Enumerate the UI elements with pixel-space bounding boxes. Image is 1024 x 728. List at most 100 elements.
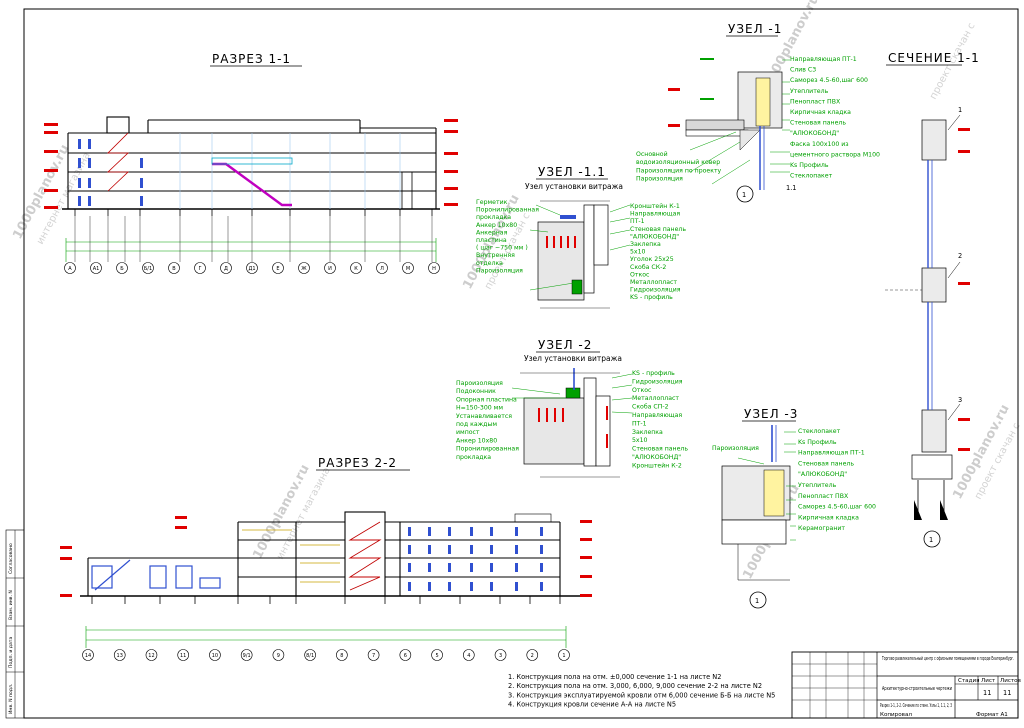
node-1-1-right-label: Направляющая bbox=[630, 211, 680, 218]
node-1-1-left-label: отделка bbox=[476, 260, 503, 267]
node-1-label: Пенопласт ПВХ bbox=[790, 98, 841, 105]
node-1-marker-text: 1.1 bbox=[786, 184, 797, 192]
node-1-1-right-label: Заклепка bbox=[630, 241, 661, 248]
node-1-1-right-label: "АЛЮКОБОНД" bbox=[630, 233, 679, 240]
node-3-title: УЗЕЛ -3 bbox=[744, 407, 798, 421]
section-1-1-title: РАЗРЕЗ 1-1 bbox=[212, 52, 291, 66]
node-2-right-labels: KS - профильГидроизоляцияОткосМеталлопла… bbox=[632, 370, 688, 469]
node-1-label: Стеклопакет bbox=[790, 173, 833, 180]
node-2-left-label: прокладка bbox=[456, 454, 491, 461]
node-3-drawing bbox=[721, 425, 796, 581]
axis-bubble bbox=[272, 649, 285, 661]
axis-label: Б bbox=[120, 266, 124, 272]
note-line: 1. Конструкция пола на отм. ±0,000 сечен… bbox=[508, 673, 721, 681]
node-2-right-label: Направляющая bbox=[632, 412, 682, 419]
axis-label: Е bbox=[276, 266, 279, 272]
axis-label: 5 bbox=[435, 653, 438, 659]
node-3-label: Стеновая панель bbox=[798, 460, 854, 467]
node-1-label: Фаска 100х100 из bbox=[790, 141, 849, 148]
node-3-label: Направляющая ПТ-1 bbox=[798, 450, 865, 457]
node-2-left-label: Поронилированная bbox=[456, 446, 519, 453]
axis-bubble bbox=[324, 262, 336, 274]
node-2-title: УЗЕЛ -2 bbox=[538, 338, 592, 352]
node-2-left-label: Н=150-300 мм bbox=[456, 405, 503, 412]
sheets-header: Листов bbox=[1000, 678, 1021, 684]
node-1-1-title: УЗЕЛ -1.1 bbox=[538, 165, 606, 179]
axis-bubble bbox=[113, 649, 126, 661]
node-1-1-right-label: Уголок 25х25 bbox=[630, 256, 674, 263]
node-1-1-left-label: Анкер 10х80 bbox=[476, 222, 517, 229]
axis-label: 6 bbox=[404, 653, 407, 659]
note-line: 3. Конструкция эксплуатируемой кровли от… bbox=[508, 691, 775, 699]
node-1-1-left-label: Поронилированная bbox=[476, 207, 539, 214]
cut-mark: 1 bbox=[958, 106, 962, 114]
node-2-right-label: Заклепка bbox=[632, 429, 663, 436]
note-line: 4. Конструкция кровли сечение А-А на лис… bbox=[508, 701, 676, 709]
node-3-label: Керамогранит bbox=[798, 525, 845, 532]
sheets-count: 11 bbox=[1003, 689, 1011, 697]
node-2-left-label: Устанавливается bbox=[456, 413, 512, 420]
watermark-layer: 1000planov.ru интернет магазина 1000plan… bbox=[10, 0, 1022, 582]
node-1-marker-text: 1 bbox=[742, 191, 746, 199]
axis-label: Д bbox=[224, 266, 228, 272]
node-2-right-label: Скоба СП-2 bbox=[632, 403, 669, 411]
axis-bubble bbox=[494, 649, 507, 661]
node-1-left-label: Основной bbox=[636, 150, 668, 158]
node-1-label: Кирпичная кладка bbox=[790, 109, 851, 116]
general-notes: 1. Конструкция пола на отм. ±0,000 сечен… bbox=[508, 673, 775, 709]
node-2-right-label: "АЛЮКОБОНД" bbox=[632, 454, 681, 461]
axis-label: Д1 bbox=[248, 266, 255, 272]
node-1-left-label: водоизоляционный ковер bbox=[636, 158, 720, 166]
axis-bubble bbox=[145, 649, 158, 661]
axis-bubble bbox=[298, 262, 310, 274]
cut-marker-text: 1 bbox=[929, 536, 933, 544]
cut-mark: 2 bbox=[958, 252, 962, 260]
axis-bubble bbox=[558, 649, 570, 661]
axis-label: И bbox=[328, 266, 332, 272]
axis-label: 11 bbox=[180, 653, 186, 659]
node-2-left-label: импост bbox=[456, 429, 480, 436]
node-2-right-label: ПТ-1 bbox=[632, 420, 647, 427]
node-1-left-label: Пароизоляция по проекту bbox=[636, 167, 722, 174]
node-2-right-label: Кронштейн К-2 bbox=[632, 461, 682, 469]
axis-bubble bbox=[367, 649, 380, 661]
node-1-1-left-label: Пароизоляция bbox=[476, 267, 523, 274]
node-2-right-label: KS - профиль bbox=[632, 370, 675, 377]
axis-bubble bbox=[64, 262, 76, 274]
axis-bubble bbox=[428, 262, 440, 274]
sheet-number: 11 bbox=[983, 689, 991, 697]
axis-bubble bbox=[399, 649, 412, 661]
node-1-title: УЗЕЛ -1 bbox=[728, 22, 782, 36]
axis-label: В bbox=[172, 266, 176, 272]
axis-label: 12 bbox=[148, 653, 154, 659]
node-1-left-label: Пароизоляция bbox=[636, 176, 683, 183]
axis-label: К bbox=[354, 266, 358, 272]
axis-bubble bbox=[336, 649, 348, 661]
node-1-1-left-label: Внутренняя bbox=[476, 252, 515, 259]
node-1-1-right-label: 5х10 bbox=[630, 249, 646, 256]
node-3-marker bbox=[749, 591, 767, 609]
node-3-label: Кирпичная кладка bbox=[798, 514, 859, 521]
axis-bubble bbox=[90, 262, 102, 274]
node-2-left-label: под каждым bbox=[456, 421, 497, 428]
stage-header: Стадия bbox=[958, 678, 979, 684]
node-1-1-right-label: ПТ-1 bbox=[630, 218, 645, 225]
axis-bubble bbox=[402, 262, 414, 274]
node-2-left-label: Пароизоляция bbox=[456, 380, 503, 387]
node-3-label: Саморез 4.5-60,шаг 600 bbox=[798, 504, 876, 511]
node-2-left-label: Опорная пластина bbox=[456, 396, 517, 403]
copied-label: Копировал bbox=[880, 712, 912, 718]
axis-bubble bbox=[240, 649, 253, 661]
node-1-1-right-label: Скоба СК-2 bbox=[630, 263, 666, 271]
axis-label: Б/1 bbox=[144, 266, 152, 272]
axis-label: 8/1 bbox=[306, 653, 314, 659]
axis-bubble bbox=[350, 262, 362, 274]
node-1-1-left-label: пластина bbox=[476, 237, 507, 244]
node-2-subtitle: Узел установки витража bbox=[524, 354, 622, 363]
node-2-left-label: Анкер 10х80 bbox=[456, 437, 497, 444]
